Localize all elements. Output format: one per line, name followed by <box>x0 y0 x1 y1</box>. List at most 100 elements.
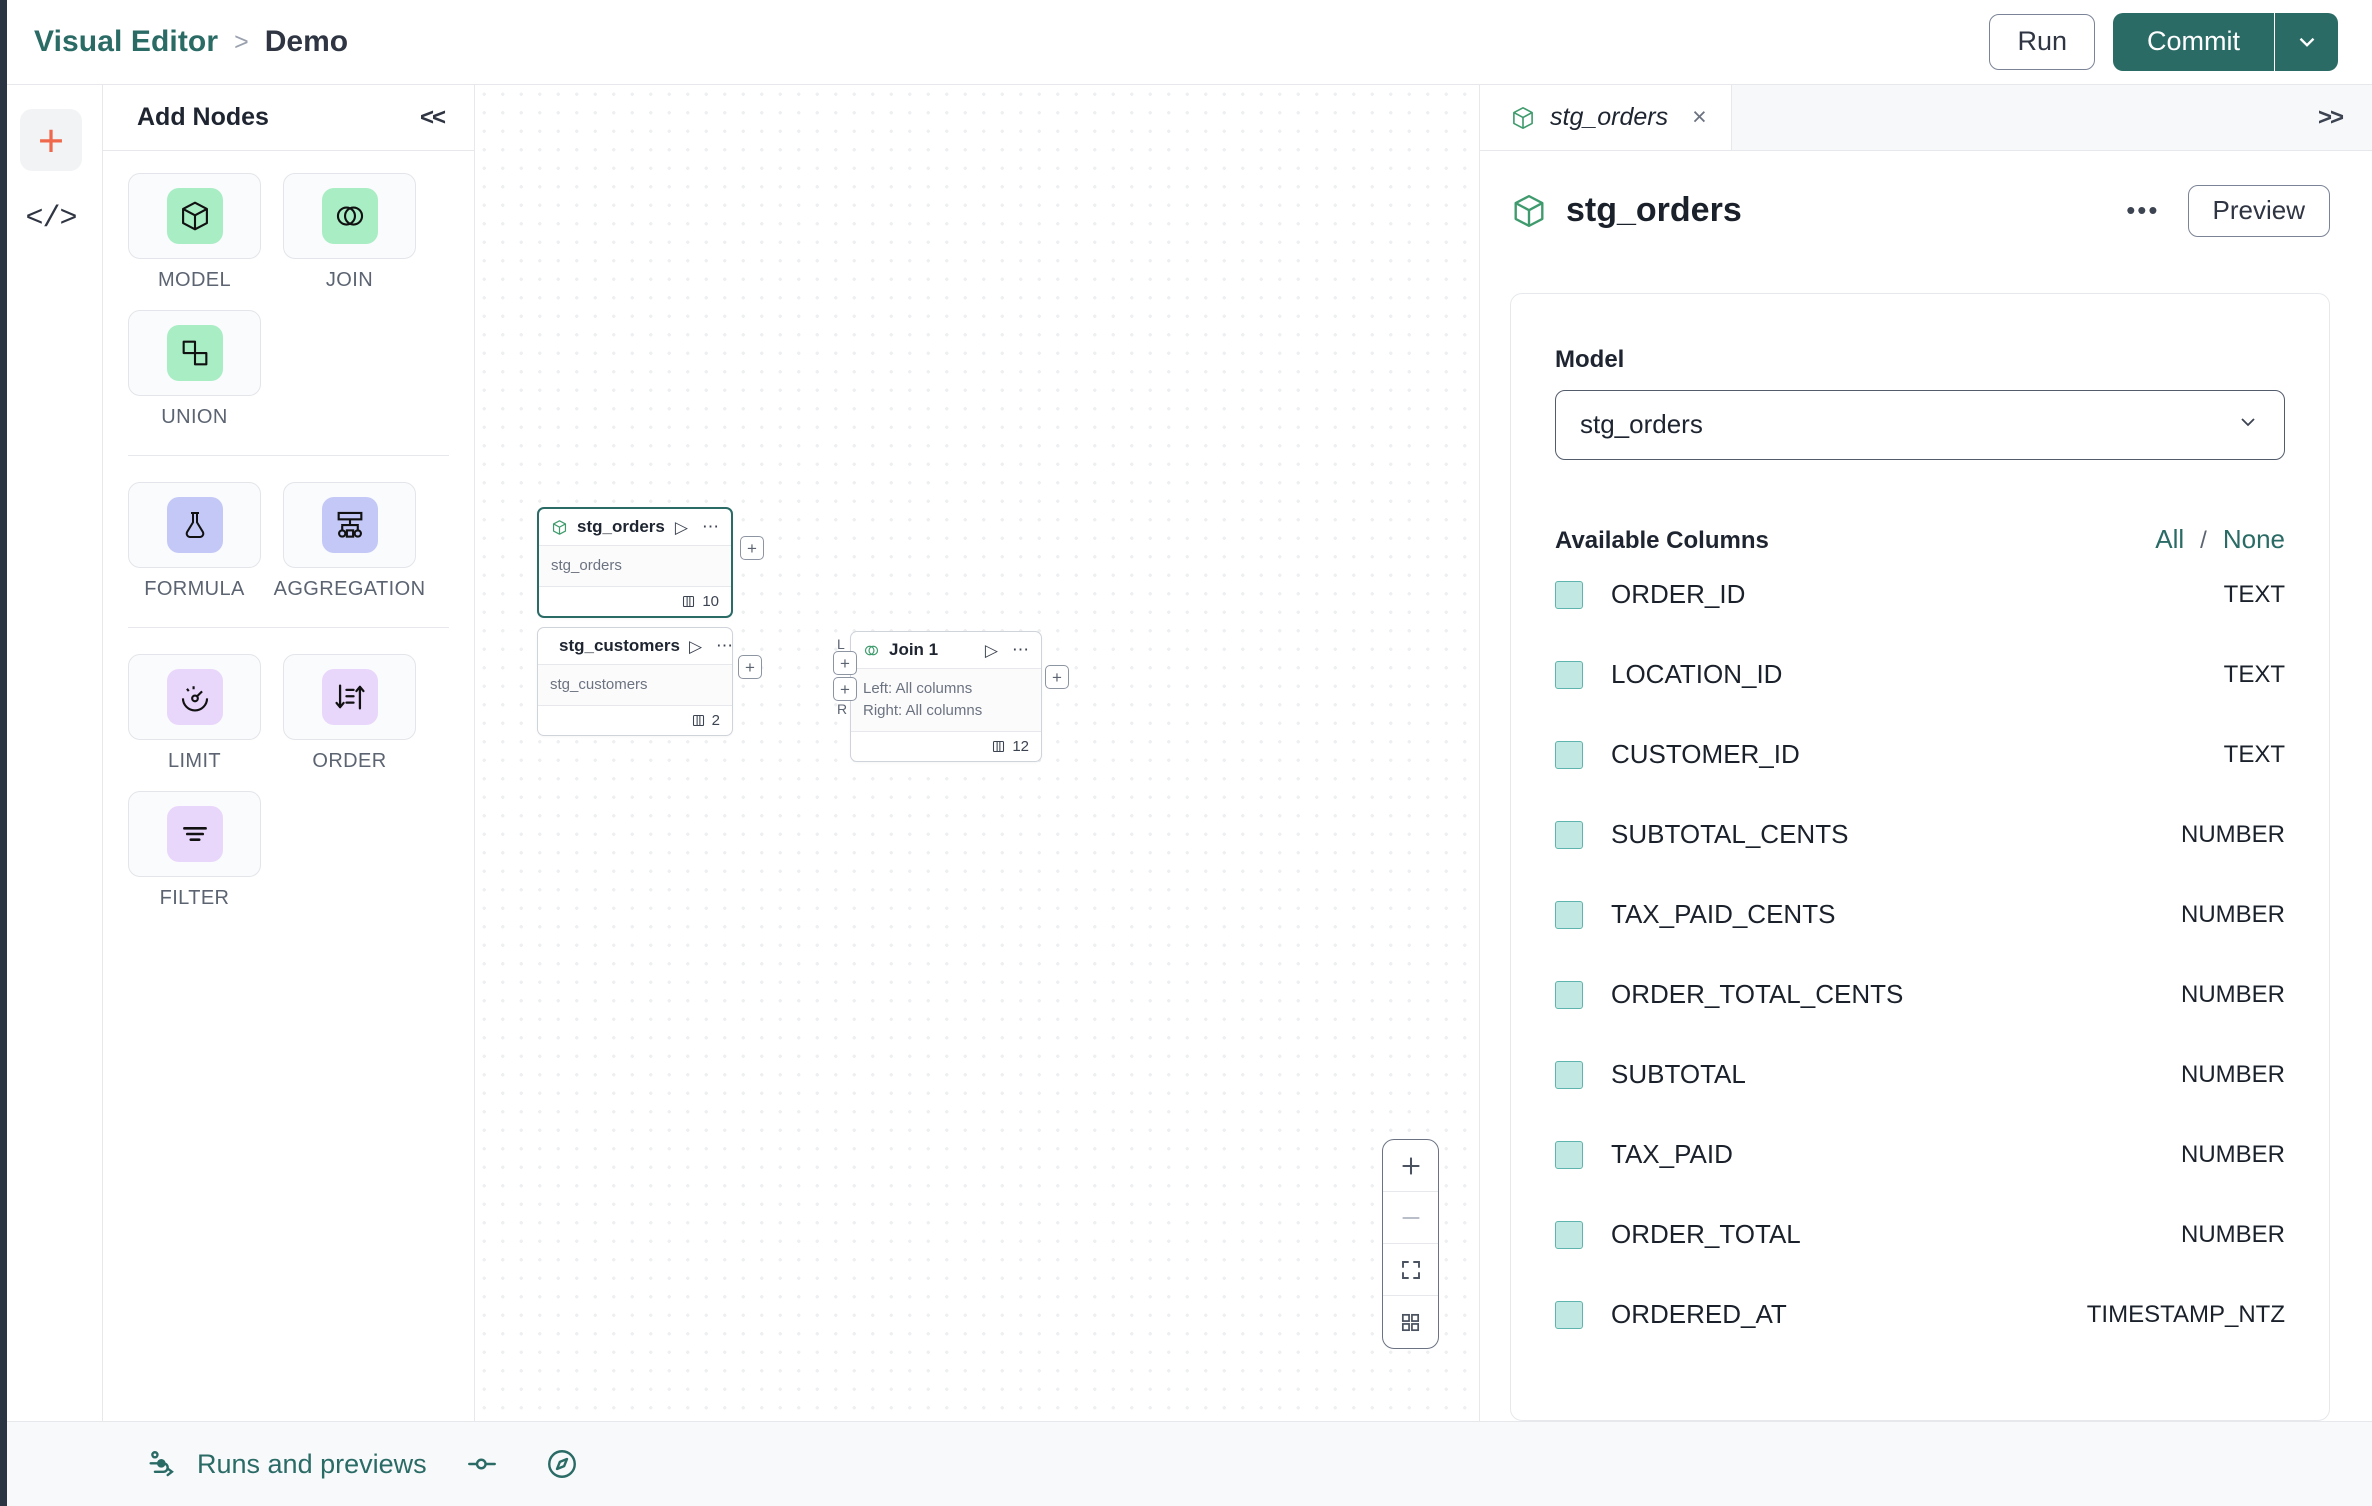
column-row[interactable]: TAX_PAID NUMBER <box>1555 1115 2285 1195</box>
column-row[interactable]: SUBTOTAL_CENTS NUMBER <box>1555 795 2285 875</box>
grid-icon <box>1401 1313 1420 1331</box>
add-node-rail-button[interactable]: + <box>20 109 82 171</box>
column-row[interactable]: ORDER_ID TEXT <box>1555 555 2285 635</box>
main-body: + </> Add Nodes << MODEL <box>0 85 2372 1421</box>
node-type-join[interactable]: JOIN <box>283 173 416 292</box>
select-all-link[interactable]: All <box>2155 523 2185 554</box>
flow-edges <box>475 85 775 235</box>
column-row[interactable]: ORDER_TOTAL NUMBER <box>1555 1195 2285 1275</box>
model-field-label: Model <box>1555 345 1625 373</box>
add-nodes-title: Add Nodes <box>137 103 269 131</box>
toggle-grid-button[interactable] <box>1383 1296 1438 1348</box>
fit-view-button[interactable] <box>1383 1244 1438 1296</box>
fit-screen-icon <box>1401 1260 1420 1279</box>
target-handle-join-right[interactable]: + <box>833 677 857 701</box>
column-checkbox[interactable] <box>1555 1060 1583 1089</box>
target-handle-join-left[interactable]: + <box>833 651 857 675</box>
column-row[interactable]: TAX_PAID_CENTS NUMBER <box>1555 875 2285 955</box>
node-group-sources: MODEL JOIN UNION <box>103 173 474 429</box>
flow-node-stg-customers[interactable]: stg_customers ▷ ⋯ stg_customers 2 <box>537 627 733 736</box>
source-handle-stg-orders[interactable]: + <box>740 536 764 560</box>
run-button[interactable]: Run <box>1989 14 2095 70</box>
expand-panel-button[interactable]: >> <box>2317 103 2344 131</box>
flow-node-column-count: 10 <box>702 592 719 610</box>
close-icon[interactable]: × <box>1692 103 1707 131</box>
run-node-button[interactable]: ▷ <box>984 640 998 660</box>
column-checkbox[interactable] <box>1555 1140 1583 1169</box>
add-nodes-header: Add Nodes << <box>103 85 474 151</box>
plus-icon: + <box>37 114 65 166</box>
panel-divider <box>128 455 449 456</box>
page-title: stg_orders <box>1566 191 1742 230</box>
column-row[interactable]: CUSTOMER_ID TEXT <box>1555 715 2285 795</box>
top-bar: Visual Editor > Demo Run Commit <box>0 0 2372 85</box>
flow-node-footer: 2 <box>538 706 732 735</box>
hierarchy-icon <box>321 497 378 553</box>
gauge-icon <box>166 669 223 725</box>
column-checkbox[interactable] <box>1555 820 1583 849</box>
column-type: NUMBER <box>2180 1060 2285 1088</box>
breadcrumb-root-link[interactable]: Visual Editor <box>34 25 219 58</box>
add-nodes-panel: Add Nodes << MODEL <box>103 85 475 1421</box>
column-row[interactable]: ORDERED_AT TIMESTAMP_NTZ <box>1555 1275 2285 1355</box>
node-type-model[interactable]: MODEL <box>128 173 261 292</box>
runs-and-previews-button[interactable]: Runs and previews <box>103 1447 427 1481</box>
commit-dropdown-button[interactable] <box>2274 13 2338 71</box>
explore-button[interactable] <box>537 1447 587 1481</box>
cube-icon <box>166 188 223 244</box>
code-view-rail-button[interactable]: </> <box>25 202 77 236</box>
node-menu-button[interactable]: ⋯ <box>1012 639 1030 659</box>
zoom-in-button[interactable] <box>1383 1140 1438 1192</box>
node-type-formula[interactable]: FORMULA <box>128 482 261 601</box>
flow-node-stg-orders[interactable]: stg_orders ▷ ⋯ stg_orders 10 <box>537 507 733 618</box>
column-checkbox[interactable] <box>1555 660 1583 689</box>
tab-stg-orders[interactable]: stg_orders × <box>1480 85 1732 150</box>
model-select[interactable]: stg_orders <box>1555 389 2285 460</box>
node-type-limit[interactable]: LIMIT <box>128 654 261 773</box>
column-checkbox[interactable] <box>1555 740 1583 769</box>
column-row[interactable]: ORDER_TOTAL_CENTS NUMBER <box>1555 955 2285 1035</box>
column-name: ORDER_TOTAL_CENTS <box>1611 979 1904 1010</box>
node-type-union[interactable]: UNION <box>128 310 261 429</box>
column-checkbox[interactable] <box>1555 900 1583 929</box>
node-menu-button[interactable]: ⋯ <box>702 516 720 536</box>
compass-icon <box>547 1450 576 1478</box>
source-handle-join-1[interactable]: + <box>1045 665 1069 689</box>
columns-list: ORDER_ID TEXT LOCATION_ID TEXT CUSTOMER_… <box>1555 555 2285 1355</box>
column-row[interactable]: LOCATION_ID TEXT <box>1555 635 2285 715</box>
venn-icon <box>321 188 378 244</box>
node-menu-button[interactable]: ⋯ <box>716 635 735 655</box>
run-node-button[interactable]: ▷ <box>674 517 688 537</box>
commit-button[interactable]: Commit <box>2113 13 2274 71</box>
column-checkbox[interactable] <box>1555 1300 1583 1329</box>
collapse-panel-button[interactable]: << <box>419 103 446 131</box>
source-handle-stg-customers[interactable]: + <box>738 655 762 679</box>
flow-node-title: stg_orders <box>577 517 665 536</box>
column-checkbox[interactable] <box>1555 980 1583 1009</box>
node-type-aggregation[interactable]: AGGREGATION <box>274 482 425 601</box>
column-type: NUMBER <box>2180 820 2285 848</box>
column-name: ORDER_ID <box>1611 579 1746 610</box>
separator: / <box>2200 526 2207 554</box>
column-checkbox[interactable] <box>1555 580 1583 609</box>
column-type: TEXT <box>2223 580 2285 608</box>
flow-node-join-1[interactable]: Join 1 ▷ ⋯ Left: All columns Right: All … <box>850 631 1042 762</box>
node-type-filter[interactable]: FILTER <box>128 791 261 910</box>
node-type-order[interactable]: ORDER <box>283 654 416 773</box>
column-checkbox[interactable] <box>1555 1220 1583 1249</box>
cube-icon <box>1514 194 1544 228</box>
model-config-card: Model stg_orders Available Columns All /… <box>1510 292 2330 1421</box>
slider-toggle-button[interactable] <box>457 1447 507 1481</box>
zoom-out-button[interactable] <box>1383 1192 1438 1244</box>
run-node-button[interactable]: ▷ <box>688 636 703 656</box>
preview-button[interactable]: Preview <box>2187 185 2330 237</box>
chevron-down-icon <box>2299 37 2314 47</box>
flow-canvas[interactable]: stg_orders ▷ ⋯ stg_orders 10 + <box>475 85 1480 1421</box>
inspector-menu-button[interactable]: ••• <box>2126 195 2160 226</box>
flow-node-header: Join 1 ▷ ⋯ <box>851 632 1041 669</box>
select-none-link[interactable]: None <box>2222 523 2285 554</box>
flow-node-header: stg_customers ▷ ⋯ <box>538 628 735 665</box>
column-row[interactable]: SUBTOTAL NUMBER <box>1555 1035 2285 1115</box>
flow-node-body: stg_customers <box>538 665 732 706</box>
join-left-handle-label: L <box>837 636 845 652</box>
